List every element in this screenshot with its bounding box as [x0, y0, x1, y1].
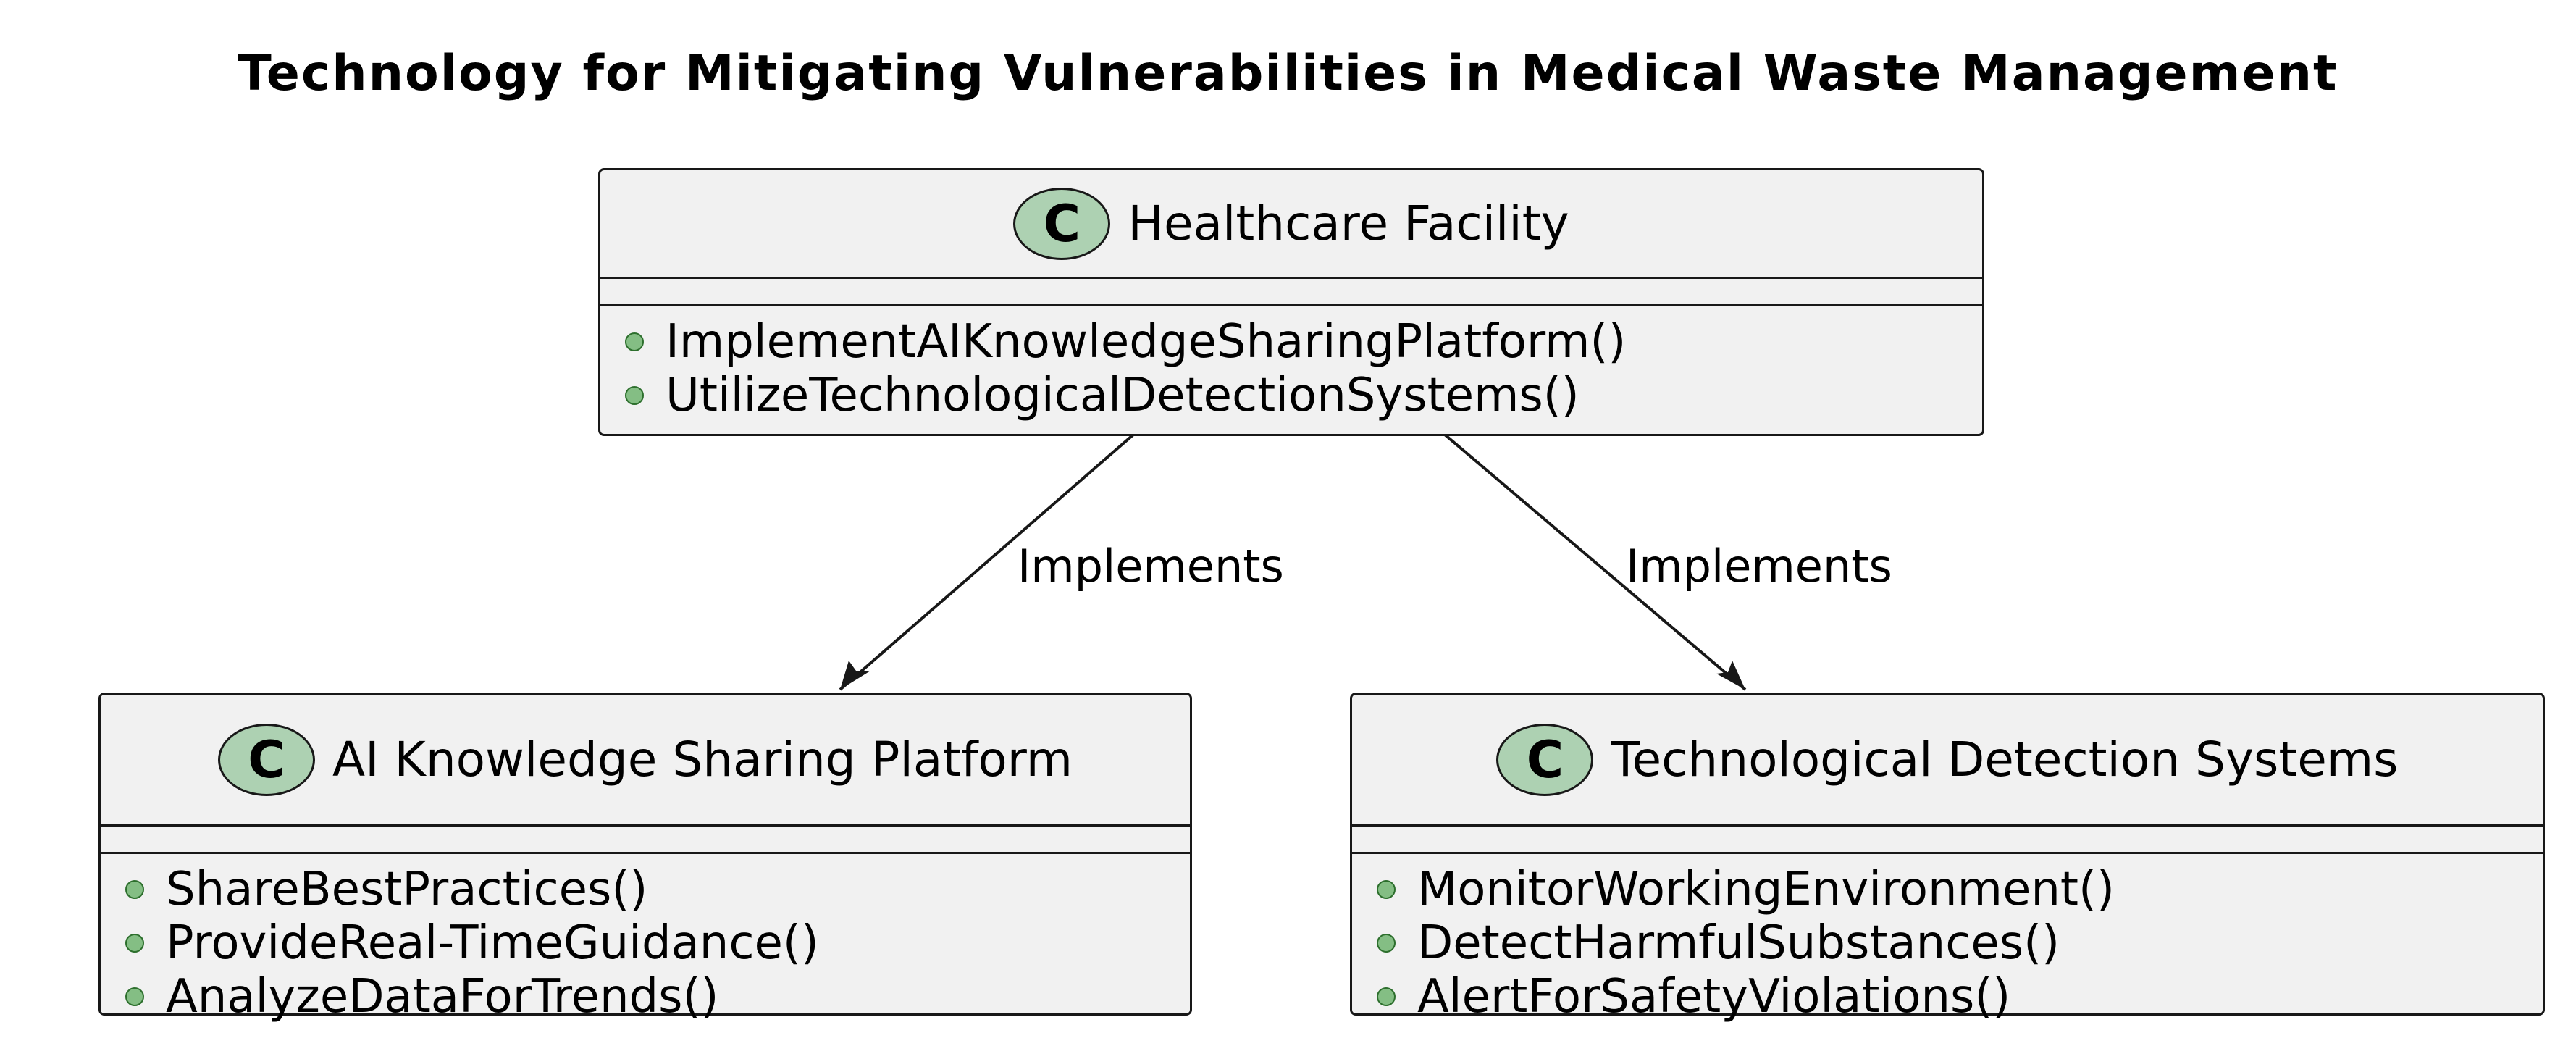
attributes-compartment	[101, 827, 1190, 854]
methods-compartment: MonitorWorkingEnvironment() DetectHarmfu…	[1352, 854, 2543, 1024]
public-visibility-icon	[125, 987, 144, 1006]
public-visibility-icon	[1377, 934, 1396, 953]
class-technological-detection-systems[interactable]: C Technological Detection Systems Monito…	[1350, 693, 2545, 1024]
method-item: AlertForSafetyViolations()	[1377, 970, 2543, 1024]
class-icon: C	[1496, 723, 1594, 796]
method-item: ProvideReal-TimeGuidance()	[125, 916, 1190, 970]
relation-label-detection: Implements	[1626, 540, 1892, 593]
public-visibility-icon	[1377, 987, 1396, 1006]
methods-compartment: ImplementAIKnowledgeSharingPlatform() Ut…	[600, 306, 1982, 422]
relation-implements-ai	[839, 433, 1135, 691]
class-name: Technological Detection Systems	[1611, 732, 2399, 787]
public-visibility-icon	[1377, 880, 1396, 899]
method-item: DetectHarmfulSubstances()	[1377, 916, 2543, 970]
relation-label-ai: Implements	[1018, 540, 1284, 593]
public-visibility-icon	[625, 386, 644, 405]
public-visibility-icon	[125, 880, 144, 899]
diagram-title: Technology for Mitigating Vulnerabilitie…	[238, 45, 2338, 102]
attributes-compartment	[600, 279, 1982, 306]
class-healthcare-facility[interactable]: C Healthcare Facility ImplementAIKnowled…	[598, 168, 1984, 436]
class-ai-knowledge-sharing-platform[interactable]: C AI Knowledge Sharing Platform ShareBes…	[98, 693, 1192, 1024]
relation-implements-detection	[1443, 433, 1747, 691]
method-item: ImplementAIKnowledgeSharingPlatform()	[625, 315, 1982, 369]
public-visibility-icon	[625, 332, 644, 351]
class-icon: C	[1013, 187, 1111, 260]
method-item: ShareBestPractices()	[125, 863, 1190, 916]
class-header: C Healthcare Facility	[600, 170, 1982, 279]
method-item: MonitorWorkingEnvironment()	[1377, 863, 2543, 916]
class-icon: C	[217, 723, 315, 796]
attributes-compartment	[1352, 827, 2543, 854]
class-name: Healthcare Facility	[1128, 196, 1569, 251]
class-header: C Technological Detection Systems	[1352, 695, 2543, 827]
class-name: AI Knowledge Sharing Platform	[332, 732, 1073, 787]
method-item: UtilizeTechnologicalDetectionSystems()	[625, 369, 1982, 422]
class-header: C AI Knowledge Sharing Platform	[101, 695, 1190, 827]
method-item: AnalyzeDataForTrends()	[125, 970, 1190, 1024]
methods-compartment: ShareBestPractices() ProvideReal-TimeGui…	[101, 854, 1190, 1024]
public-visibility-icon	[125, 934, 144, 953]
